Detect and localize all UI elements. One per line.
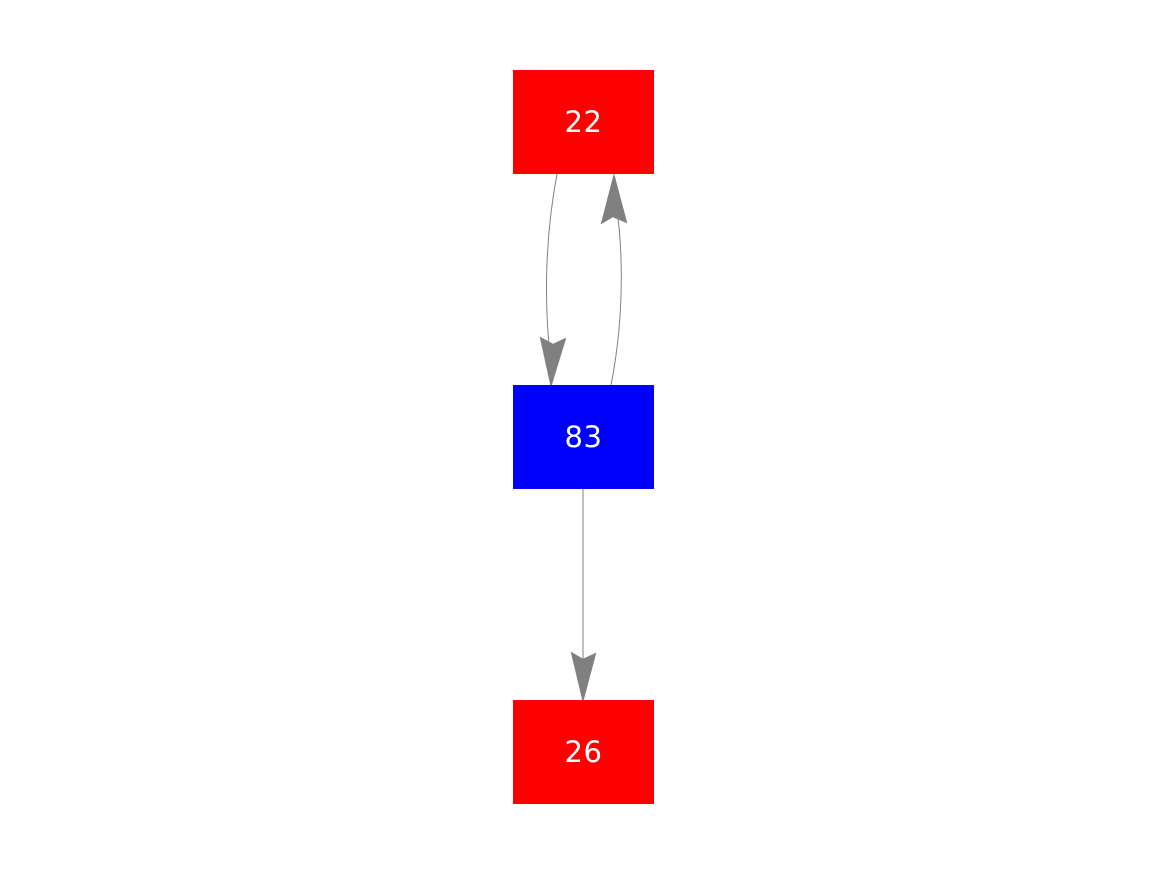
graph-node-26[interactable]: 26: [513, 700, 654, 804]
node-label-26: 26: [564, 734, 603, 769]
arrowhead-icon-83-to-22: [600, 173, 628, 225]
node-label-83: 83: [564, 419, 603, 454]
arrowhead-icon-22-to-83: [539, 336, 567, 388]
node-label-22: 22: [564, 104, 603, 139]
edge-line-22-to-83: [546, 173, 558, 363]
graph-node-83[interactable]: 83: [513, 385, 654, 489]
graph-node-22[interactable]: 22: [513, 70, 654, 174]
edge-line-83-to-22: [610, 202, 622, 386]
arrowhead-icon-83-to-26: [570, 651, 597, 703]
